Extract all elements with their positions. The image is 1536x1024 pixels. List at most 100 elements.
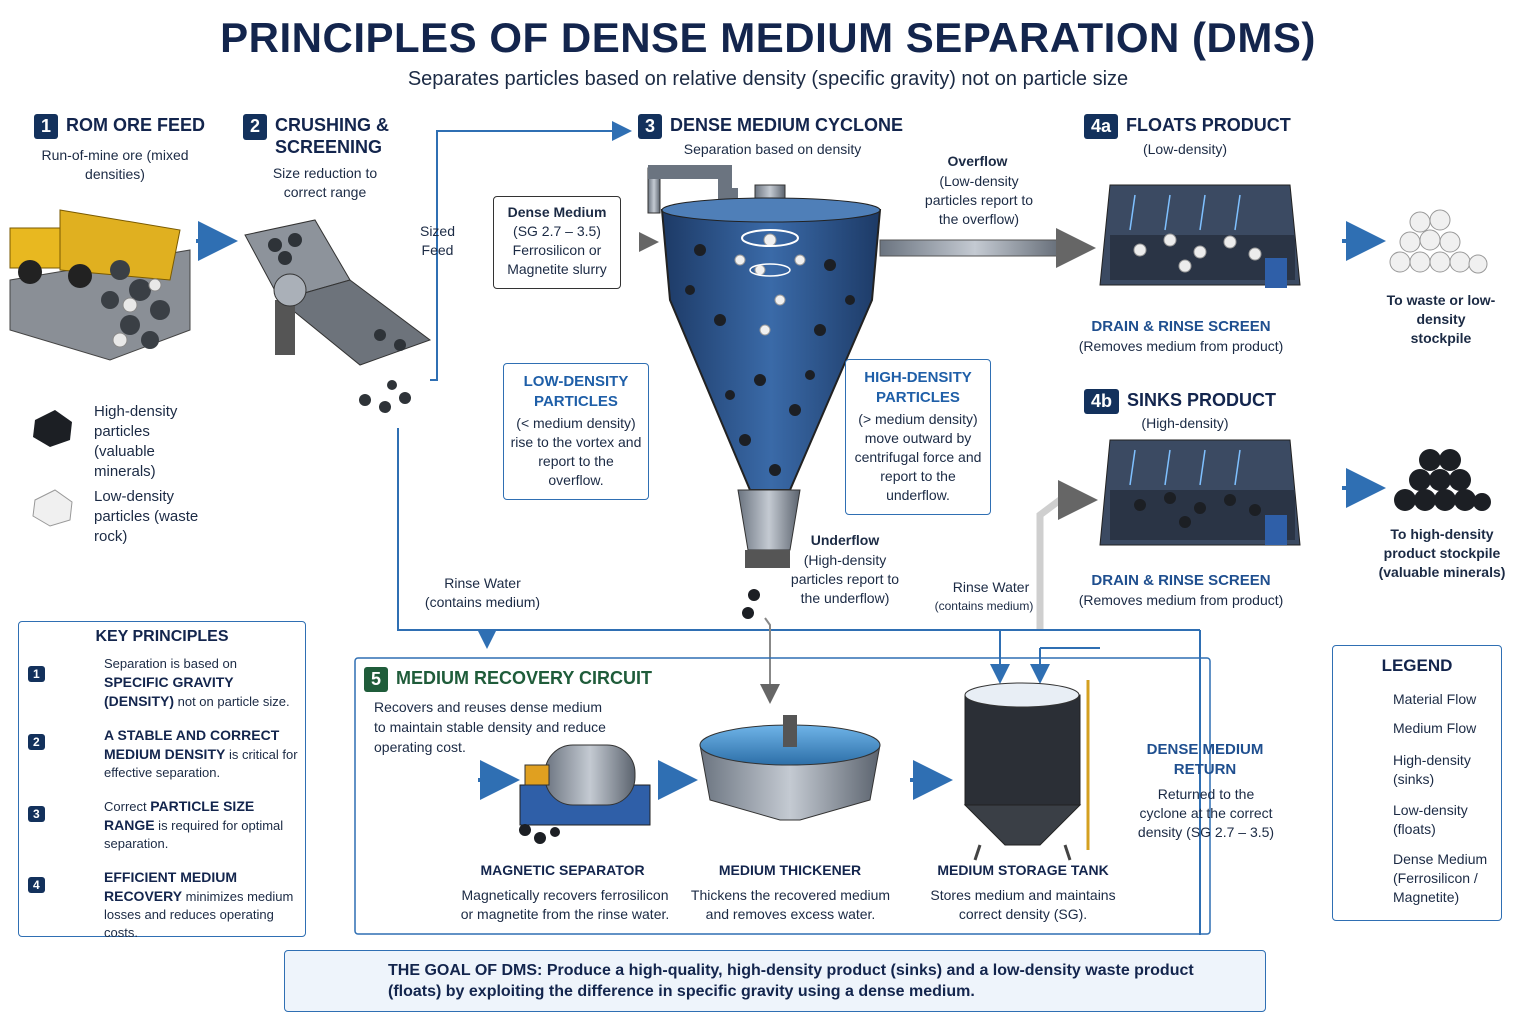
dense-medium-text: (SG 2.7 – 3.5) Ferrosilicon or Magnetite… <box>507 223 607 277</box>
high-density-particle-icon <box>33 410 72 447</box>
step-5-badge: 5 <box>364 667 389 693</box>
dense-medium-return-text: Returned to the cyclone at the correct d… <box>1137 786 1275 840</box>
step-4a-title: FLOATS PRODUCT <box>1126 115 1291 135</box>
step-3-badge: 3 <box>638 114 663 140</box>
dense-medium-cyclone-illustration <box>647 165 882 619</box>
principle-1-badge: 1 <box>28 665 45 682</box>
crusher-screen-illustration <box>244 219 432 413</box>
step-2-title: CRUSHING & SCREENING <box>275 115 390 157</box>
rinse-water-right-title: Rinse Water <box>952 579 1030 595</box>
low-density-text: (< medium density) rise to the vortex an… <box>510 415 642 488</box>
magnetic-separator-title: MAGNETIC SEPARATOR <box>480 862 645 878</box>
step-dense-medium-cyclone: 3 DENSE MEDIUM CYCLONE <box>638 114 938 140</box>
high-density-particles-label: High-density particles (valuable mineral… <box>94 403 178 480</box>
step-3-desc: Separation based on density <box>683 141 862 157</box>
medium-thickener-text: Thickens the recovered medium and remove… <box>690 887 891 922</box>
step-1-title: ROM ORE FEED <box>66 115 206 135</box>
rinse-water-right-text: (contains medium) <box>934 599 1034 613</box>
magnetic-separator-illustration <box>519 744 651 844</box>
principle-1: 1 <box>28 665 53 683</box>
step-5-desc: Recovers and reuses dense medium to main… <box>374 699 606 755</box>
high-density-title: HIGH-DENSITY PARTICLES <box>864 369 972 406</box>
legend-material-flow: Material Flow <box>1393 691 1477 707</box>
goal-text: THE GOAL OF DMS: Produce a high-quality,… <box>388 960 1248 1002</box>
low-density-particles-label: Low-density particles (waste rock) <box>94 488 199 545</box>
principle-4-text: EFFICIENT MEDIUM RECOVERY minimizes medi… <box>104 869 294 940</box>
medium-storage-tank-text: Stores medium and maintains correct dens… <box>930 887 1116 922</box>
step-crushing-screening: 2 CRUSHING & SCREENING <box>243 114 423 158</box>
medium-storage-tank-illustration <box>963 680 1090 861</box>
principle-2-badge: 2 <box>28 733 45 750</box>
step-4b-desc: (High-density) <box>1141 415 1229 431</box>
step-1-desc: Run-of-mine ore (mixed densities) <box>41 147 189 182</box>
page-title: PRINCIPLES OF DENSE MEDIUM SEPARATION (D… <box>220 14 1316 61</box>
product-stockpile-label: To high-density product stockpile (valua… <box>1378 526 1506 580</box>
goal-label: THE GOAL OF DMS: <box>388 962 543 979</box>
legend-dense-medium: Dense Medium (Ferrosilicon / Magnetite) <box>1393 851 1488 905</box>
rinse-water-left-title: Rinse Water <box>444 575 521 591</box>
drain-screen-2-text: (Removes medium from product) <box>1078 592 1284 608</box>
key-principles-panel: KEY PRINCIPLES <box>18 621 306 937</box>
step-4b-title: SINKS PRODUCT <box>1127 390 1277 410</box>
medium-recovery-frame <box>354 657 1211 935</box>
magnetic-separator-text: Magnetically recovers ferrosilicon or ma… <box>460 887 670 922</box>
low-density-box: LOW-DENSITY PARTICLES (< medium density)… <box>503 363 649 500</box>
sinks-stockpile-illustration <box>1394 449 1491 511</box>
key-principles-heading: KEY PRINCIPLES <box>95 628 229 645</box>
dense-medium-title: Dense Medium <box>507 204 607 220</box>
principle-2-text: A STABLE AND CORRECT MEDIUM DENSITY is c… <box>104 727 298 780</box>
high-density-text: (> medium density) move outward by centr… <box>854 411 982 503</box>
sized-feed-label: Sized Feed <box>419 223 456 258</box>
legend-panel: LEGEND <box>1332 645 1502 921</box>
drain-rinse-screen-sinks <box>1099 439 1301 546</box>
sized-feed-line <box>430 121 632 381</box>
step-rom-ore-feed: 1 ROM ORE FEED <box>34 114 234 140</box>
legend-medium-flow: Medium Flow <box>1393 720 1477 736</box>
legend-floats: Low-density (floats) <box>1393 802 1468 837</box>
step-3-title: DENSE MEDIUM CYCLONE <box>670 115 904 135</box>
overflow-text: (Low-density particles report to the ove… <box>924 173 1034 227</box>
rom-truck-illustration <box>9 209 191 361</box>
legend-sinks: High-density (sinks) <box>1393 752 1471 787</box>
step-4a-badge: 4a <box>1084 114 1119 140</box>
legend-heading: LEGEND <box>1381 656 1453 675</box>
drain-screen-2-title: DRAIN & RINSE SCREEN <box>1091 572 1271 589</box>
underflow-title: Underflow <box>810 532 880 548</box>
step-4a-desc: (Low-density) <box>1142 141 1228 157</box>
drain-screen-1-title: DRAIN & RINSE SCREEN <box>1091 318 1271 335</box>
dense-medium-return-title: DENSE MEDIUM RETURN <box>1146 741 1264 778</box>
high-density-box: HIGH-DENSITY PARTICLES (> medium density… <box>845 359 991 515</box>
step-4b-badge: 4b <box>1084 389 1120 415</box>
low-density-particle-icon <box>32 489 73 527</box>
step-2-desc: Size reduction to correct range <box>272 165 378 200</box>
principle-2: 2 <box>28 733 53 751</box>
goal-body: Produce a high-quality, high-density pro… <box>388 962 1194 1000</box>
goal-panel <box>284 950 1266 1012</box>
overflow-title: Overflow <box>947 153 1008 169</box>
step-1-badge: 1 <box>34 114 59 140</box>
drain-rinse-screen-floats <box>1099 184 1301 288</box>
medium-storage-tank-title: MEDIUM STORAGE TANK <box>937 862 1109 878</box>
floats-stockpile-illustration <box>1389 209 1488 274</box>
principle-3-badge: 3 <box>28 805 45 822</box>
low-density-title: LOW-DENSITY PARTICLES <box>523 373 629 410</box>
step-medium-recovery: 5 MEDIUM RECOVERY CIRCUIT <box>364 667 664 693</box>
overflow-pipe <box>879 239 1071 257</box>
principle-3: 3 <box>28 805 53 823</box>
principle-3-text: Correct PARTICLE SIZE RANGE is required … <box>104 798 284 851</box>
medium-thickener-illustration <box>699 715 881 821</box>
drain-screen-1-text: (Removes medium from product) <box>1078 338 1284 354</box>
rinse-water-left-text: (contains medium) <box>424 594 541 610</box>
dense-medium-box: Dense Medium (SG 2.7 – 3.5) Ferrosilicon… <box>493 196 621 289</box>
step-2-badge: 2 <box>243 114 268 140</box>
principle-1-text: Separation is based on SPECIFIC GRAVITY … <box>104 656 290 709</box>
step-5-title: MEDIUM RECOVERY CIRCUIT <box>396 668 653 688</box>
waste-stockpile-label: To waste or low-density stockpile <box>1386 292 1496 346</box>
principle-4-badge: 4 <box>28 876 45 893</box>
underflow-text: (High-density particles report to the un… <box>790 552 900 606</box>
principle-4: 4 <box>28 876 53 894</box>
medium-thickener-title: MEDIUM THICKENER <box>718 862 862 878</box>
page-subtitle: Separates particles based on relative de… <box>407 68 1129 90</box>
step-sinks-product: 4b SINKS PRODUCT <box>1084 389 1334 415</box>
step-floats-product: 4a FLOATS PRODUCT <box>1084 114 1334 140</box>
